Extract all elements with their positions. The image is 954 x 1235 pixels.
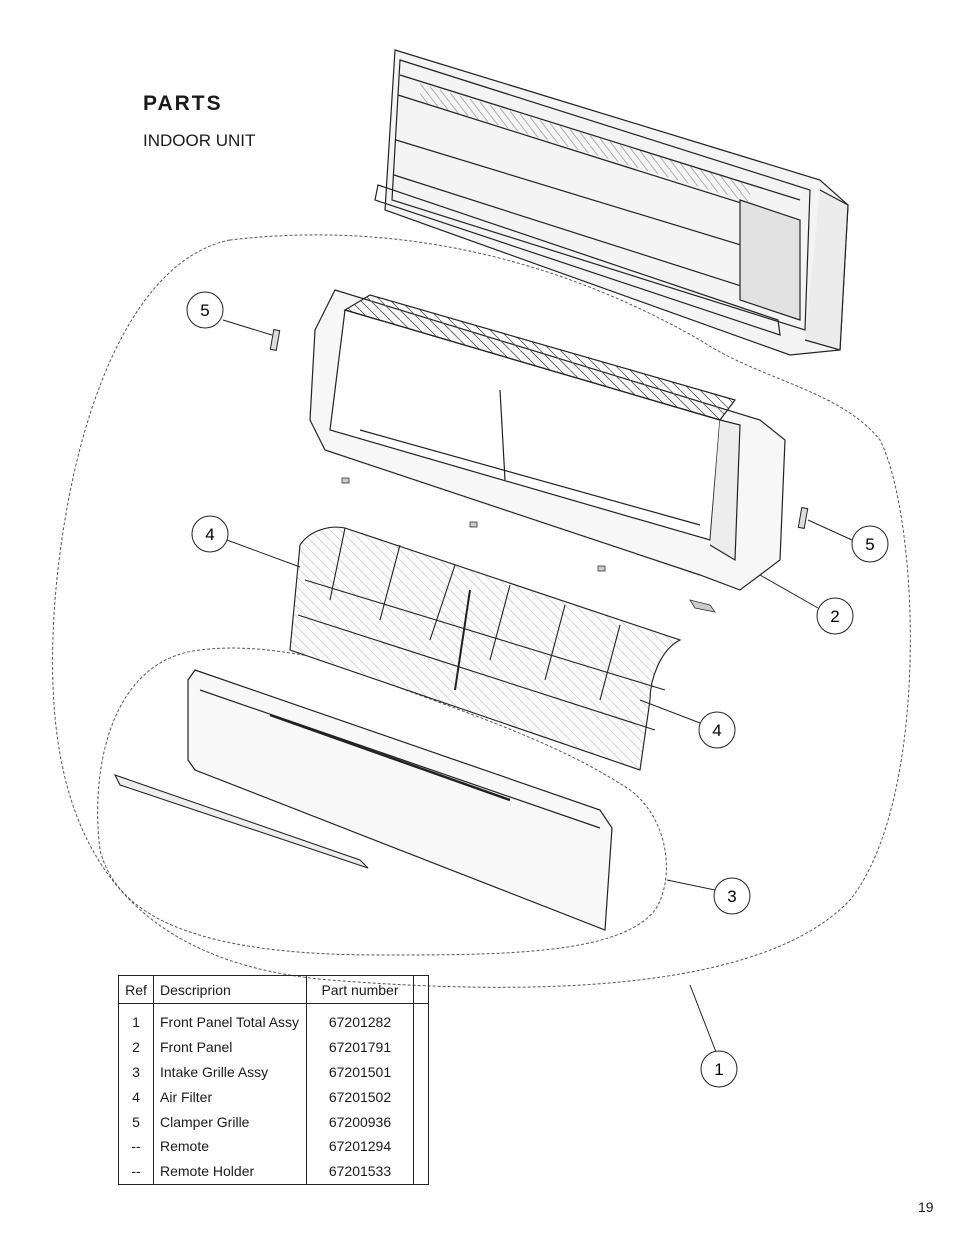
intake-grille — [187, 669, 613, 931]
page-subtitle: INDOOR UNIT — [143, 131, 256, 150]
callout-4-right: 4 — [698, 711, 736, 749]
indoor-unit-chassis — [374, 49, 849, 356]
clamper-grille-parts — [269, 329, 809, 529]
front-panel — [309, 289, 786, 591]
callout-2: 2 — [816, 597, 854, 635]
header-extra — [413, 975, 429, 1004]
row-ref: 4 — [118, 1084, 154, 1110]
assembly-3-boundary — [97, 647, 667, 956]
table-row: -- Remote 67201294 — [118, 1133, 429, 1159]
row-part-number: 67201282 — [306, 1003, 414, 1035]
table-row: 1 Front Panel Total Assy 67201282 — [118, 1003, 429, 1035]
row-part-number: 67201501 — [306, 1059, 414, 1085]
row-part-number: 67200936 — [306, 1109, 414, 1134]
row-part-number: 67201791 — [306, 1034, 414, 1060]
callout-5-right: 5 — [851, 525, 889, 563]
svg-text:4: 4 — [205, 525, 214, 544]
callout-5-top: 5 — [186, 291, 224, 329]
assembly-1-boundary — [52, 234, 911, 988]
svg-text:2: 2 — [830, 607, 839, 626]
callout-4-left: 4 — [191, 515, 229, 553]
table-row: 5 Clamper Grille 67200936 — [118, 1109, 429, 1134]
table-row: -- Remote Holder 67201533 — [118, 1158, 429, 1185]
leader-lines — [222, 319, 853, 1053]
row-part-number: 67201533 — [306, 1158, 414, 1185]
row-ref: -- — [118, 1133, 154, 1159]
row-ref: 2 — [118, 1034, 154, 1060]
header-ref: Ref — [118, 975, 154, 1004]
row-part-number: 67201294 — [306, 1133, 414, 1159]
row-part-number: 67201502 — [306, 1084, 414, 1110]
row-description: Air Filter — [153, 1084, 307, 1110]
row-description: Intake Grille Assy — [153, 1059, 307, 1085]
row-description: Remote — [153, 1133, 307, 1159]
air-filter — [289, 526, 682, 771]
svg-text:4: 4 — [712, 721, 721, 740]
svg-text:5: 5 — [865, 535, 874, 554]
row-ref: 5 — [118, 1109, 154, 1134]
svg-text:1: 1 — [714, 1060, 723, 1079]
display-strip — [113, 774, 369, 869]
row-description: Front Panel — [153, 1034, 307, 1060]
row-description: Front Panel Total Assy — [153, 1003, 307, 1035]
page-title: PARTS — [143, 92, 223, 115]
table-row: 4 Air Filter 67201502 — [118, 1084, 429, 1110]
parts-table-header: Ref Descriprion Part number — [118, 975, 429, 1004]
svg-text:3: 3 — [727, 887, 736, 906]
table-row: 3 Intake Grille Assy 67201501 — [118, 1059, 429, 1085]
callout-3: 3 — [713, 877, 751, 915]
header-part-number: Part number — [306, 975, 414, 1004]
callout-1: 1 — [700, 1050, 738, 1088]
page-number: 19 — [918, 1199, 934, 1215]
parts-table: Ref Descriprion Part number 1 Front Pane… — [118, 975, 429, 1185]
header-description: Descriprion — [153, 975, 307, 1004]
small-clips — [341, 477, 716, 613]
table-row: 2 Front Panel 67201791 — [118, 1034, 429, 1060]
row-ref: -- — [118, 1158, 154, 1185]
svg-text:5: 5 — [200, 301, 209, 320]
chassis-coil-texture — [420, 83, 750, 203]
row-ref: 1 — [118, 1003, 154, 1035]
row-description: Clamper Grille — [153, 1109, 307, 1134]
row-description: Remote Holder — [153, 1158, 307, 1185]
row-ref: 3 — [118, 1059, 154, 1085]
